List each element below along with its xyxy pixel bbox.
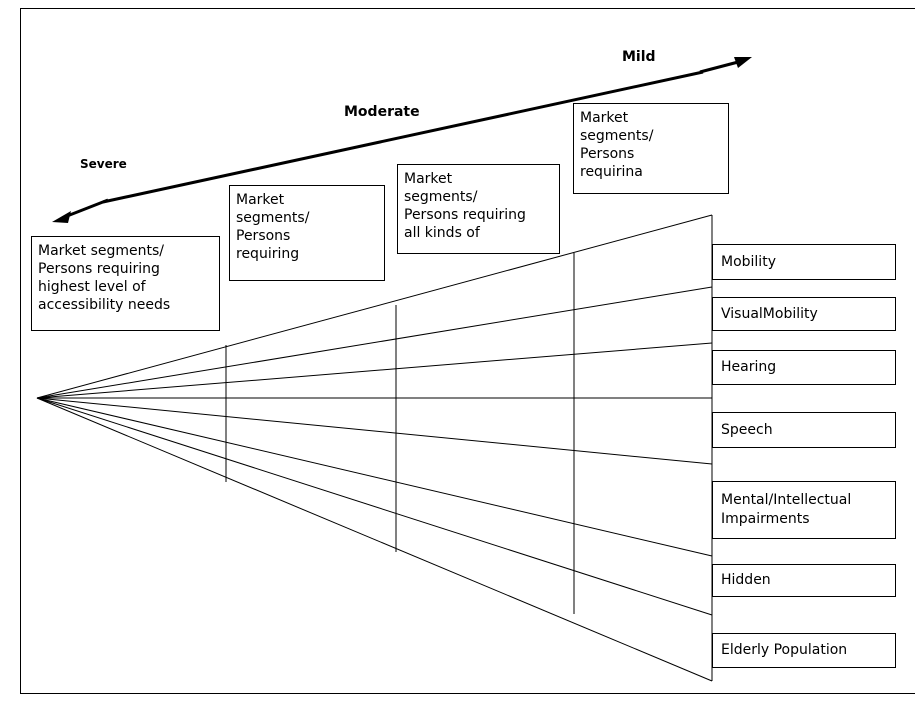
severity-arrow xyxy=(102,70,704,204)
severity-arrow-left-segment xyxy=(61,198,109,220)
severity-arrow-head-left xyxy=(52,211,71,223)
category-hidden: Hidden xyxy=(712,564,896,597)
scale-label-mild: Mild xyxy=(622,49,656,65)
category-hearing: Hearing xyxy=(712,350,896,385)
category-mobility: Mobility xyxy=(712,244,896,280)
fan-ray-3 xyxy=(36,342,713,399)
fan-ray-7 xyxy=(36,397,713,616)
fan-ray-5 xyxy=(36,397,713,465)
fan-ray-1 xyxy=(36,214,713,399)
fan-rays xyxy=(36,214,713,682)
fan-dividers xyxy=(225,215,713,681)
segment-box-moderate: Market segments/ Persons requiring xyxy=(229,185,385,281)
category-speech: Speech xyxy=(712,412,896,448)
frame-top-border xyxy=(20,8,915,9)
severity-arrow-head-right xyxy=(734,57,752,68)
segment-box-all-kinds: Market segments/ Persons requiring all k… xyxy=(397,164,560,254)
category-visual-mobility: VisualMobility xyxy=(712,297,896,331)
scale-label-moderate: Moderate xyxy=(344,104,420,120)
fan-ray-8 xyxy=(36,397,713,682)
frame-bottom-border xyxy=(20,693,915,694)
severity-arrow-right-segment xyxy=(699,59,743,74)
category-mental-intellectual: Mental/Intellectual Impairments xyxy=(712,481,896,539)
scale-label-severe: Severe xyxy=(80,157,127,171)
fan-ray-6 xyxy=(36,397,713,557)
segment-box-mild: Market segments/ Persons requirina xyxy=(573,103,729,194)
frame-left-border xyxy=(20,8,21,694)
fan-ray-2 xyxy=(36,286,713,399)
segment-box-severe: Market segments/ Persons requiring highe… xyxy=(31,236,220,331)
category-elderly-population: Elderly Population xyxy=(712,633,896,668)
